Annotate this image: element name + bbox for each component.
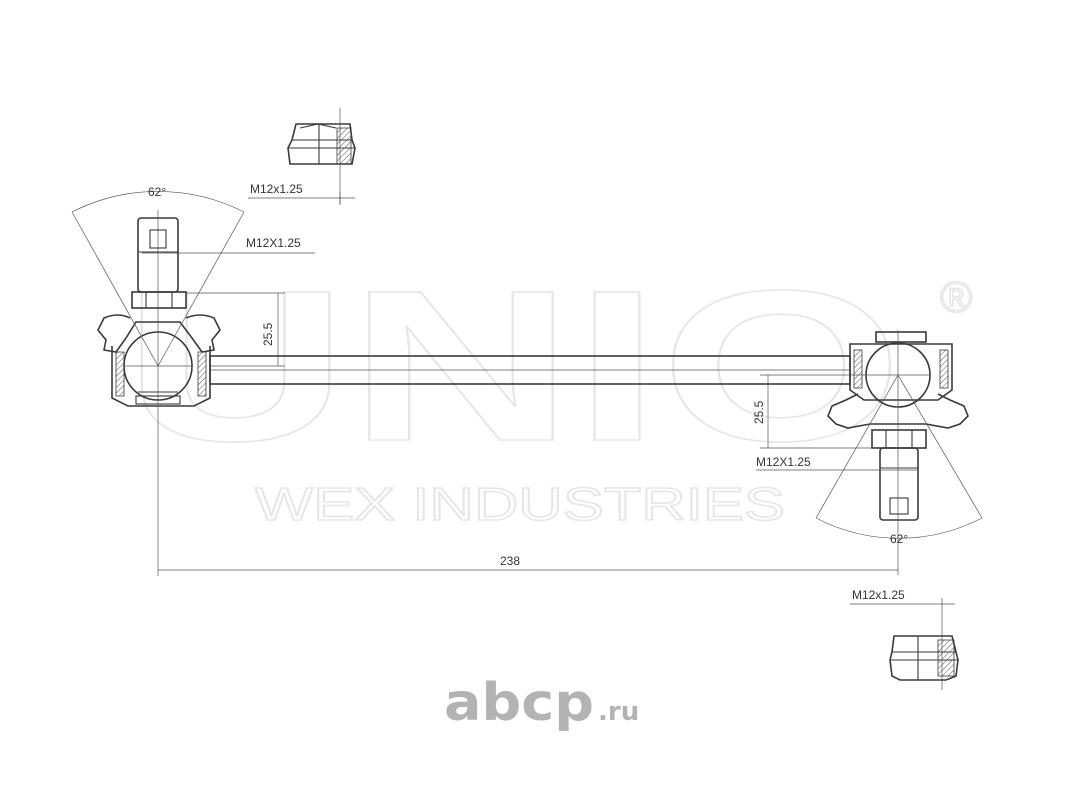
watermark-registered-mark: ® <box>940 273 972 322</box>
label-length: 238 <box>500 554 520 568</box>
label-angle-left: 62° <box>148 185 166 199</box>
dim-height-right: 25.5 <box>752 374 872 449</box>
dim-length: 238 <box>157 400 898 576</box>
dim-height-left: 25.5 <box>186 292 285 367</box>
label-nut-thread-top: M12x1.25 <box>250 182 303 196</box>
label-stud-thread-right: M12X1.25 <box>756 455 811 469</box>
dim-angle-right: 62° <box>815 374 983 546</box>
watermark-brand: UNIO <box>123 245 903 486</box>
label-height-right: 25.5 <box>752 400 766 424</box>
dim-stud-left: M12X1.25 <box>142 236 315 254</box>
dim-angle-left: 62° <box>71 185 245 367</box>
nut-top <box>287 108 356 205</box>
label-height-left: 25.5 <box>261 322 275 346</box>
label-stud-thread-left: M12X1.25 <box>246 236 301 250</box>
label-angle-right: 62° <box>890 532 908 546</box>
nut-bottom <box>889 635 959 681</box>
abcp-logo: abcp .ru <box>444 673 639 733</box>
joint-right <box>827 330 969 575</box>
watermark: UNIO ® WEX INDUSTRIES <box>122 244 973 531</box>
dim-nut-top: M12x1.25 <box>248 182 355 204</box>
logo-main-text: abcp <box>444 673 594 733</box>
watermark-subtitle: WEX INDUSTRIES <box>255 478 785 530</box>
joint-left <box>97 210 221 407</box>
dim-stud-right: M12X1.25 <box>756 455 918 471</box>
label-nut-thread-bottom: M12x1.25 <box>852 588 905 602</box>
logo-suffix-text: .ru <box>598 697 639 727</box>
